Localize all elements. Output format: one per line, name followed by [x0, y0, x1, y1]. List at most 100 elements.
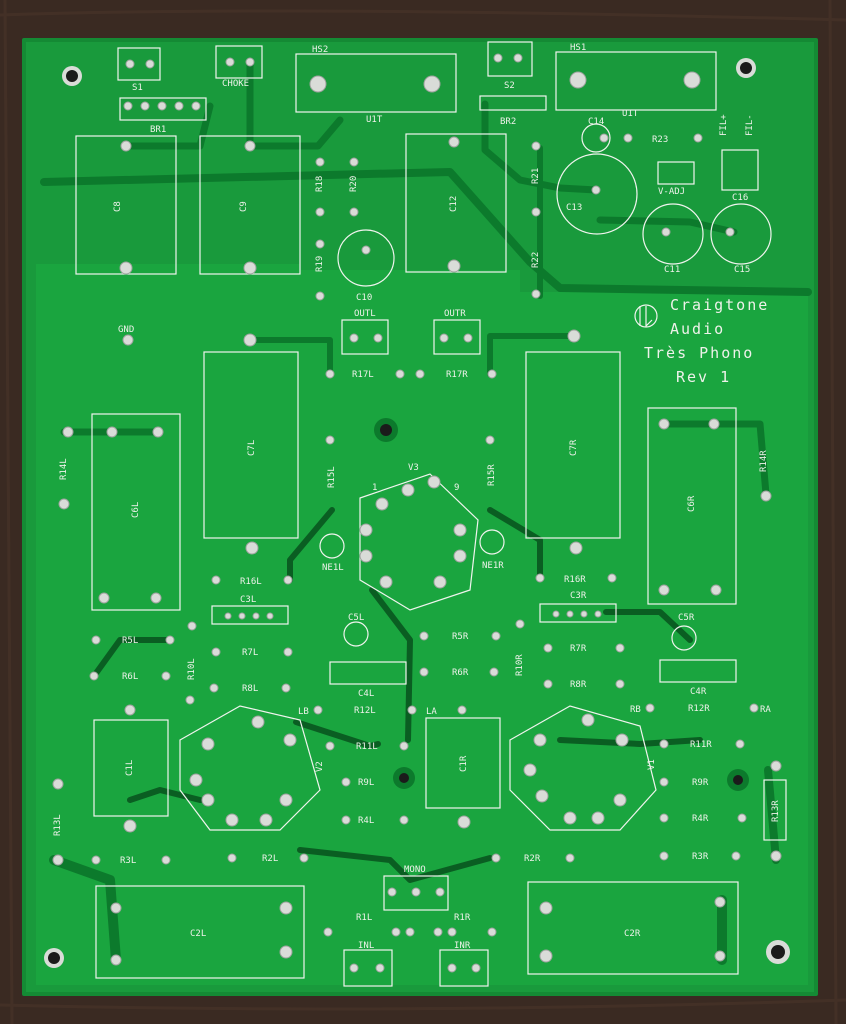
label-r8l: R8L — [242, 684, 258, 694]
label-inl: INL — [358, 941, 374, 951]
label-s2: S2 — [504, 81, 515, 91]
label-v1: V1 — [647, 759, 657, 770]
label-r3r: R3R — [692, 852, 709, 862]
label-r14l: R14L — [59, 458, 69, 480]
label-r23: R23 — [652, 135, 668, 145]
label-r9r: R9R — [692, 778, 709, 788]
brand-line1: Craigtone — [670, 296, 769, 314]
label-c2r: C2R — [624, 929, 641, 939]
label-r12l: R12L — [354, 706, 376, 716]
board-branding: Craigtone Audio Très Phono Rev 1 — [644, 296, 769, 386]
label-fil-plus: FIL+ — [719, 114, 729, 136]
label-r8r: R8R — [570, 680, 587, 690]
silkscreen — [75, 41, 787, 987]
label-hs1: HS1 — [570, 43, 586, 53]
mounting-holes — [44, 58, 790, 968]
label-r12r: R12R — [688, 704, 710, 714]
label-c11: C11 — [664, 265, 680, 275]
label-ne1l: NE1L — [322, 563, 344, 573]
label-br1: BR1 — [150, 125, 166, 135]
label-r16l: R16L — [240, 577, 262, 587]
label-r18: R18 — [315, 176, 325, 192]
label-ra: RA — [760, 705, 771, 715]
label-c13: C13 — [566, 203, 582, 213]
label-r13r: R13R — [771, 800, 781, 822]
label-c5r: C5R — [678, 613, 695, 623]
label-u1t-a: U1T — [366, 115, 383, 125]
label-c1l: C1L — [125, 760, 135, 776]
label-r11l: R11L — [356, 742, 378, 752]
label-v2: V2 — [315, 761, 325, 772]
label-c5l: C5L — [348, 613, 364, 623]
label-r6r: R6R — [452, 668, 469, 678]
brand-line3: Très Phono — [644, 344, 754, 362]
label-r14r: R14R — [759, 450, 769, 472]
label-r15l: R15L — [327, 466, 337, 488]
label-c3l: C3L — [240, 595, 256, 605]
label-r1r: R1R — [454, 913, 471, 923]
ground-pour — [36, 264, 808, 985]
label-v3-pin9: 9 — [454, 483, 459, 493]
brand-line2: Audio — [670, 320, 725, 338]
brand-line4: Rev 1 — [676, 368, 731, 386]
label-hs2: HS2 — [312, 45, 328, 55]
label-br2: BR2 — [500, 117, 516, 127]
label-r17r: R17R — [446, 370, 468, 380]
label-c12: C12 — [449, 196, 459, 212]
label-r4r: R4R — [692, 814, 709, 824]
label-c7l: C7L — [247, 440, 257, 456]
label-c10: C10 — [356, 293, 372, 303]
label-c16: C16 — [732, 193, 748, 203]
label-r3l: R3L — [120, 856, 136, 866]
label-u1t-b: U1T — [622, 109, 639, 119]
label-r1l: R1L — [356, 913, 372, 923]
label-r6l: R6L — [122, 672, 138, 682]
label-r10l: R10L — [187, 658, 197, 680]
label-r10r: R10R — [515, 654, 525, 676]
label-r16r: R16R — [564, 575, 586, 585]
label-c8: C8 — [113, 201, 123, 212]
label-ne1r: NE1R — [482, 561, 504, 571]
label-inr: INR — [454, 941, 471, 951]
label-rb: RB — [630, 705, 641, 715]
label-c9: C9 — [239, 201, 249, 212]
label-r2l: R2L — [262, 854, 278, 864]
label-v3: V3 — [408, 463, 419, 473]
label-outl: OUTL — [354, 309, 376, 319]
label-r20: R20 — [349, 176, 359, 192]
label-c2l: C2L — [190, 929, 206, 939]
label-c6l: C6L — [131, 502, 141, 518]
label-c1r: C1R — [459, 755, 469, 772]
label-r5r: R5R — [452, 632, 469, 642]
label-r7r: R7R — [570, 644, 587, 654]
label-outr: OUTR — [444, 309, 466, 319]
label-r19: R19 — [315, 256, 325, 272]
label-r13l: R13L — [53, 814, 63, 836]
ne1r-outline — [479, 529, 505, 555]
label-choke: CHOKE — [222, 79, 249, 89]
label-c6r: C6R — [687, 495, 697, 512]
label-la: LA — [426, 707, 437, 717]
label-r9l: R9L — [358, 778, 374, 788]
label-gnd: GND — [118, 325, 134, 335]
label-r7l: R7L — [242, 648, 258, 658]
c5l-outline — [343, 621, 369, 647]
label-c3r: C3R — [570, 591, 587, 601]
label-c14: C14 — [588, 117, 604, 127]
component-labels: S1 CHOKE HS2 S2 HS1 BR1 BR2 U1T U1T C14 … — [53, 43, 781, 951]
label-s1: S1 — [132, 83, 143, 93]
label-c7r: C7R — [569, 439, 579, 456]
label-c4l: C4L — [358, 689, 374, 699]
label-r11r: R11R — [690, 740, 712, 750]
label-lb: LB — [298, 707, 309, 717]
label-v-adj: V-ADJ — [658, 187, 685, 197]
label-fil-minus: FIL- — [745, 114, 755, 136]
label-v3-pin1: 1 — [372, 483, 377, 493]
label-mono: MONO — [404, 865, 426, 875]
pads — [52, 53, 782, 973]
label-r21: R21 — [531, 168, 541, 184]
c5r-outline — [671, 625, 697, 651]
label-r5l: R5L — [122, 636, 138, 646]
label-r22: R22 — [531, 252, 541, 268]
